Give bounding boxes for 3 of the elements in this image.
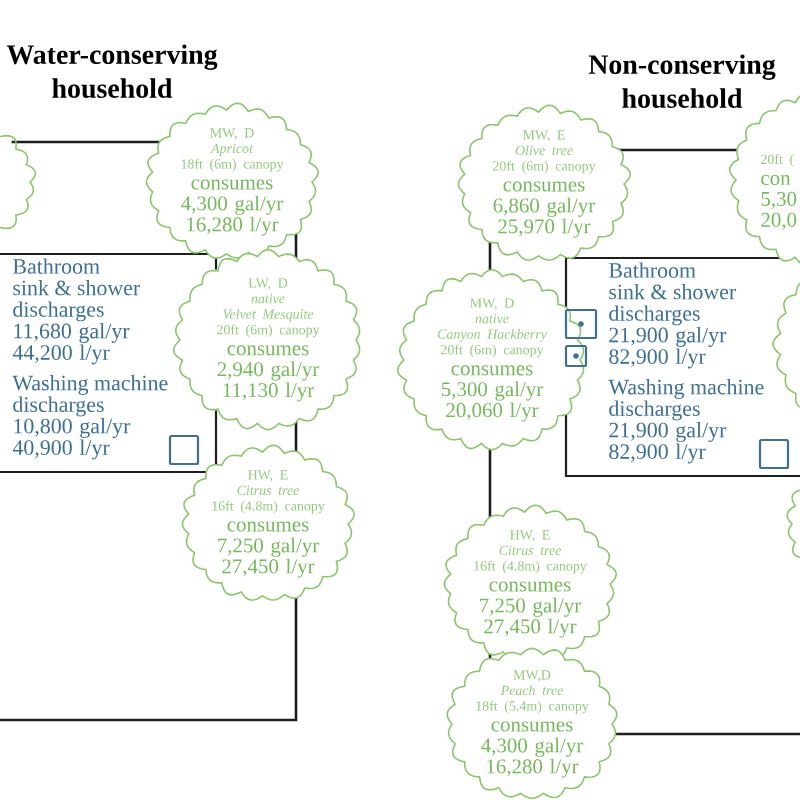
heading: Water-conserving household <box>6 44 218 98</box>
room-box: Bathroom sink & shower discharges 21,900 gal/yr 82,900 l/yr Washing machine discharges 21,900 gal/yr 82,900 l/yr <box>564 256 800 478</box>
room-box: Bathroom sink & shower discharges 11,680 gal/yr 44,200 l/yr Washing machine discharges 10,800 gal/yr 40,900 l/yr <box>0 252 218 474</box>
